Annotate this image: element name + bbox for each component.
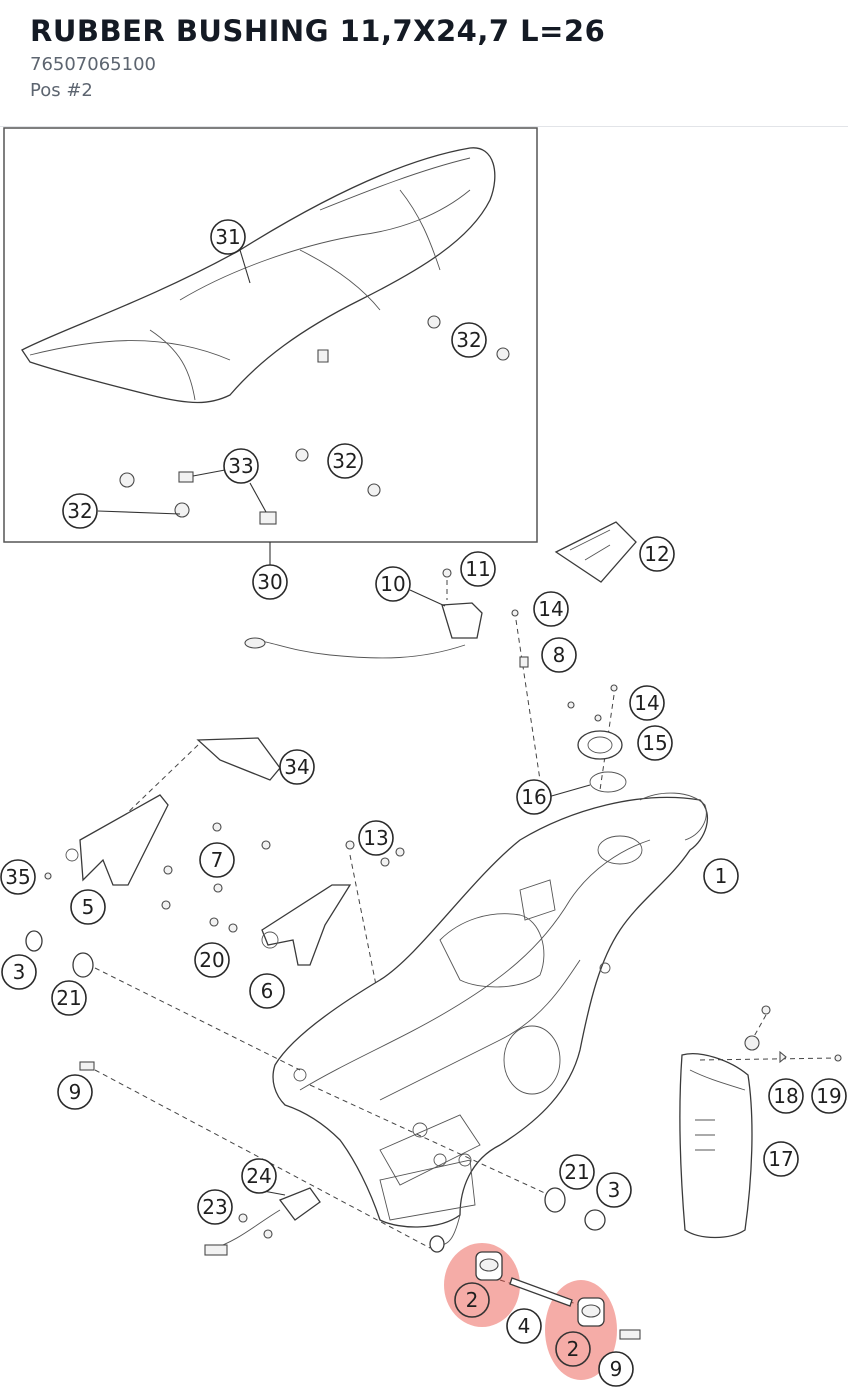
svg-text:15: 15 <box>642 731 667 755</box>
callout-9[interactable]: 9 <box>57 1074 93 1110</box>
callout-35[interactable]: 35 <box>0 859 36 895</box>
callout-33[interactable]: 33 <box>223 448 259 484</box>
callout-23[interactable]: 23 <box>197 1189 233 1225</box>
svg-text:17: 17 <box>768 1147 793 1171</box>
svg-text:2: 2 <box>466 1288 479 1312</box>
seat-drawing <box>21 147 496 404</box>
callout-3[interactable]: 3 <box>1 954 37 990</box>
small-bolts <box>161 822 405 933</box>
svg-text:10: 10 <box>380 572 405 596</box>
svg-text:1: 1 <box>715 864 728 888</box>
callout-34[interactable]: 34 <box>279 749 315 785</box>
svg-text:21: 21 <box>564 1160 589 1184</box>
svg-text:13: 13 <box>363 826 388 850</box>
svg-text:3: 3 <box>13 960 26 984</box>
callout-14[interactable]: 14 <box>629 685 665 721</box>
svg-text:20: 20 <box>199 948 224 972</box>
callout-21[interactable]: 21 <box>559 1154 595 1190</box>
svg-text:32: 32 <box>456 328 481 352</box>
svg-text:33: 33 <box>228 454 253 478</box>
svg-text:18: 18 <box>773 1084 798 1108</box>
callout-16[interactable]: 16 <box>516 779 552 815</box>
callout-30[interactable]: 30 <box>252 564 288 600</box>
callout-12[interactable]: 12 <box>639 536 675 572</box>
callout-20[interactable]: 20 <box>194 942 230 978</box>
callout-18[interactable]: 18 <box>768 1078 804 1114</box>
exploded-parts-diagram: 31 32 32 33 32 30 10 11 12 14 8 14 15 16… <box>0 127 847 1387</box>
svg-text:6: 6 <box>261 979 274 1003</box>
callout-17[interactable]: 17 <box>763 1141 799 1177</box>
callout-4[interactable]: 4 <box>506 1308 542 1344</box>
svg-text:30: 30 <box>257 570 282 594</box>
callout-6[interactable]: 6 <box>249 973 285 1009</box>
svg-text:34: 34 <box>284 755 309 779</box>
callout-5[interactable]: 5 <box>70 889 106 925</box>
svg-text:7: 7 <box>211 848 224 872</box>
svg-text:31: 31 <box>215 225 240 249</box>
side-cover-drawing <box>679 1005 842 1239</box>
svg-text:35: 35 <box>5 865 30 889</box>
position-label: Pos #2 <box>30 80 93 101</box>
callout-19[interactable]: 19 <box>811 1078 847 1114</box>
svg-text:14: 14 <box>634 691 659 715</box>
callout-10[interactable]: 10 <box>375 566 411 602</box>
callout-21[interactable]: 21 <box>51 980 87 1016</box>
svg-text:32: 32 <box>67 499 92 523</box>
seat-fasteners <box>119 315 510 525</box>
callout-32[interactable]: 32 <box>327 443 363 479</box>
svg-text:23: 23 <box>202 1195 227 1219</box>
svg-text:8: 8 <box>553 643 566 667</box>
svg-text:5: 5 <box>82 895 95 919</box>
svg-text:3: 3 <box>608 1178 621 1202</box>
svg-text:4: 4 <box>518 1314 531 1338</box>
svg-text:9: 9 <box>69 1080 82 1104</box>
svg-text:21: 21 <box>56 986 81 1010</box>
callout-14[interactable]: 14 <box>533 591 569 627</box>
callout-32[interactable]: 32 <box>451 322 487 358</box>
svg-text:14: 14 <box>538 597 563 621</box>
callout-9[interactable]: 9 <box>598 1351 634 1387</box>
svg-text:2: 2 <box>567 1337 580 1361</box>
callout-32[interactable]: 32 <box>62 493 98 529</box>
callout-8[interactable]: 8 <box>541 637 577 673</box>
rubber-bushing-drawing <box>429 1235 641 1340</box>
svg-text:19: 19 <box>816 1084 841 1108</box>
callout-3[interactable]: 3 <box>596 1172 632 1208</box>
callout-2-highlighted[interactable]: 2 <box>555 1331 591 1367</box>
svg-text:9: 9 <box>610 1357 623 1381</box>
svg-text:32: 32 <box>332 449 357 473</box>
callout-7[interactable]: 7 <box>199 842 235 878</box>
callout-24[interactable]: 24 <box>241 1158 277 1194</box>
callout-2-highlighted[interactable]: 2 <box>454 1282 490 1318</box>
part-number: 76507065100 <box>30 54 156 75</box>
svg-text:24: 24 <box>246 1164 271 1188</box>
svg-text:16: 16 <box>521 785 546 809</box>
callout-15[interactable]: 15 <box>637 725 673 761</box>
callout-11[interactable]: 11 <box>460 551 496 587</box>
part-header: RUBBER BUSHING 11,7X24,7 L=26 7650706510… <box>0 0 848 127</box>
svg-text:11: 11 <box>465 557 490 581</box>
callout-1[interactable]: 1 <box>703 858 739 894</box>
svg-text:12: 12 <box>644 542 669 566</box>
part-title: RUBBER BUSHING 11,7X24,7 L=26 <box>30 14 606 48</box>
frame-tank-drawing <box>272 792 709 1246</box>
callout-31[interactable]: 31 <box>210 219 246 255</box>
callout-13[interactable]: 13 <box>358 820 394 856</box>
